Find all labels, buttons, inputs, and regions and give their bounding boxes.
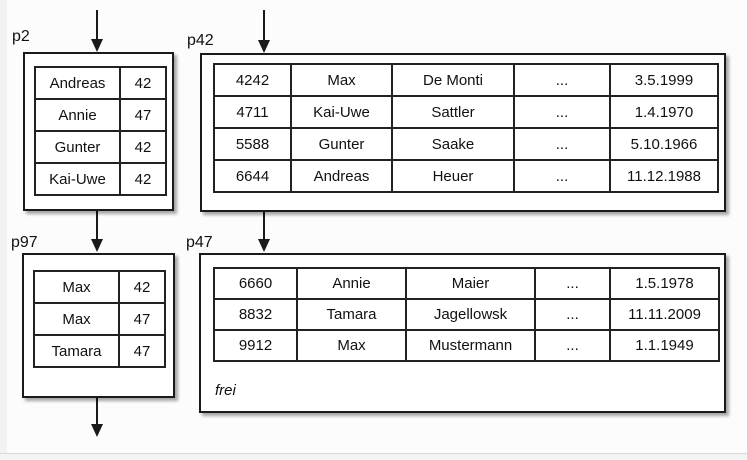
table-cell: Heuer	[391, 159, 515, 193]
table-cell: ...	[534, 267, 611, 300]
table-cell: De Monti	[391, 63, 515, 97]
table-cell: Jagellowsk	[405, 298, 536, 331]
table-cell: 9912	[213, 329, 298, 362]
arrow-into-p42-line	[263, 10, 265, 41]
table-cell: 4242	[213, 63, 292, 97]
table-cell: 42	[119, 66, 167, 100]
table-cell: Andreas	[290, 159, 393, 193]
table-cell: Mustermann	[405, 329, 536, 362]
table-cell: 1.4.1970	[609, 95, 719, 129]
page-label-p47: p47	[186, 234, 213, 251]
table-cell: Gunter	[34, 130, 121, 164]
page-box-p42: 4242 Max De Monti ... 3.5.1999 4711 Kai-…	[200, 53, 726, 212]
table-cell: ...	[534, 329, 611, 362]
table-cell: 5.10.1966	[609, 127, 719, 161]
table-cell: Maier	[405, 267, 536, 300]
table-cell: Andreas	[34, 66, 121, 100]
arrow-p2-to-p97-head	[91, 239, 103, 252]
table-cell: ...	[513, 95, 611, 129]
table-cell: 6660	[213, 267, 298, 300]
page-label-p2: p2	[12, 28, 30, 45]
table-cell: 3.5.1999	[609, 63, 719, 97]
arrow-p42-to-p47-head	[258, 239, 270, 252]
page-box-p2: Andreas 42 Annie 47 Gunter 42 Kai-Uwe 42	[23, 52, 174, 211]
page-label-p42: p42	[187, 32, 214, 49]
table-cell: 42	[119, 130, 167, 164]
table-cell: Tamara	[33, 334, 120, 368]
table-cell: 11.11.2009	[609, 298, 720, 331]
arrow-p42-to-p47-line	[263, 212, 265, 240]
arrow-into-p2-head	[91, 39, 103, 52]
table-cell: ...	[513, 159, 611, 193]
page-box-p47: 6660 Annie Maier ... 1.5.1978 8832 Tamar…	[199, 253, 726, 413]
table-cell: Annie	[296, 267, 407, 300]
table-cell: 1.1.1949	[609, 329, 720, 362]
table-cell: Kai-Uwe	[290, 95, 393, 129]
table-cell: Gunter	[290, 127, 393, 161]
table-cell: Max	[296, 329, 407, 362]
table-cell: 47	[118, 302, 166, 336]
arrow-into-p42-head	[258, 40, 270, 53]
table-cell: 1.5.1978	[609, 267, 720, 300]
free-space-label: frei	[215, 382, 236, 399]
table-cell: Max	[33, 302, 120, 336]
slide-footer-line	[0, 453, 747, 454]
table-cell: Max	[290, 63, 393, 97]
table-cell: ...	[513, 127, 611, 161]
table-cell: ...	[534, 298, 611, 331]
table-cell: 11.12.1988	[609, 159, 719, 193]
arrow-into-p2-line	[96, 10, 98, 40]
table-cell: Max	[33, 270, 120, 304]
table-cell: 8832	[213, 298, 298, 331]
table-cell: 4711	[213, 95, 292, 129]
table-cell: ...	[513, 63, 611, 97]
table-cell: Annie	[34, 98, 121, 132]
p2-record-table: Andreas 42 Annie 47 Gunter 42 Kai-Uwe 42	[34, 66, 167, 196]
table-cell: 42	[118, 270, 166, 304]
table-cell: Kai-Uwe	[34, 162, 121, 196]
arrow-p2-to-p97-line	[96, 211, 98, 240]
table-cell: 42	[119, 162, 167, 196]
table-cell: 47	[118, 334, 166, 368]
table-cell: 47	[119, 98, 167, 132]
page-label-p97: p97	[11, 234, 38, 251]
arrow-p97-out-head	[91, 424, 103, 437]
p47-record-table: 6660 Annie Maier ... 1.5.1978 8832 Tamar…	[213, 267, 720, 362]
table-cell: 6644	[213, 159, 292, 193]
page-box-p97: Max 42 Max 47 Tamara 47	[22, 253, 175, 398]
slide-footer-strip	[0, 454, 747, 460]
left-margin-strip	[0, 0, 7, 460]
table-cell: 5588	[213, 127, 292, 161]
table-cell: Tamara	[296, 298, 407, 331]
p42-record-table: 4242 Max De Monti ... 3.5.1999 4711 Kai-…	[213, 63, 719, 193]
arrow-p97-out-line	[96, 398, 98, 425]
table-cell: Saake	[391, 127, 515, 161]
table-cell: Sattler	[391, 95, 515, 129]
p97-record-table: Max 42 Max 47 Tamara 47	[33, 270, 166, 368]
